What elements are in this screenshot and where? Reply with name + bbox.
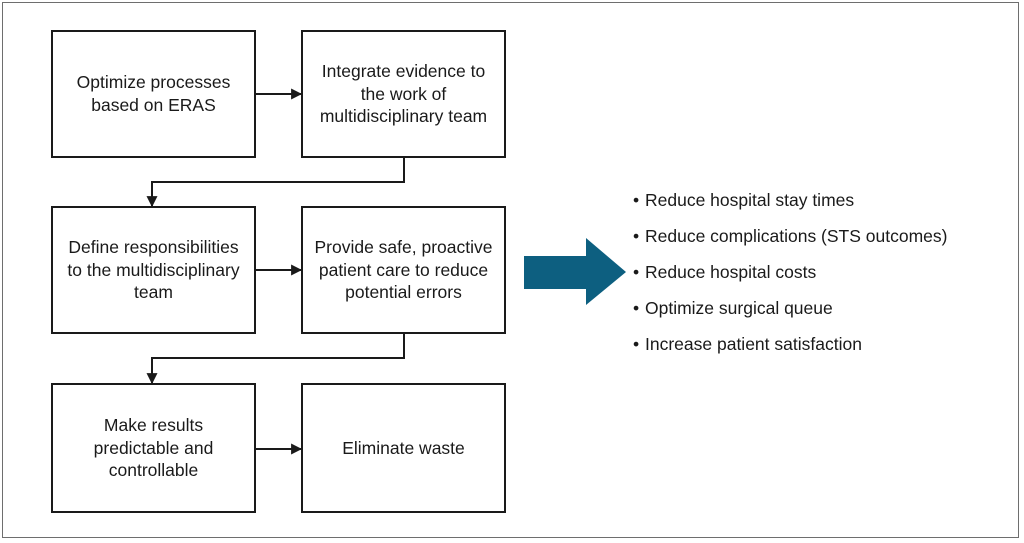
- step-box-integrate-evidence: Integrate evidence to the work of multid…: [301, 30, 506, 158]
- outcome-item: •Reduce hospital costs: [633, 259, 947, 295]
- step-box-define-responsibilities: Define responsibilities to the multidisc…: [51, 206, 256, 334]
- step-box-provide-safe-care: Provide safe, proactive patient care to …: [301, 206, 506, 334]
- bullet-icon: •: [633, 334, 640, 354]
- outcomes-list: •Reduce hospital stay times •Reduce comp…: [633, 187, 947, 367]
- step-box-make-results-predictable: Make results predictable and controllabl…: [51, 383, 256, 513]
- bullet-icon: •: [633, 298, 640, 318]
- big-arrow: [524, 238, 626, 305]
- bullet-icon: •: [633, 262, 640, 282]
- bullet-icon: •: [633, 226, 640, 246]
- arrow-s2-to-s3: [146, 158, 405, 208]
- outcome-item: •Optimize surgical queue: [633, 295, 947, 331]
- outcome-item: •Reduce complications (STS outcomes): [633, 223, 947, 259]
- outcome-item: •Increase patient satisfaction: [633, 331, 947, 367]
- step-text: Provide safe, proactive patient care to …: [314, 236, 493, 303]
- bullet-icon: •: [633, 190, 640, 210]
- arrow-s4-to-s5: [146, 334, 405, 385]
- step-text: Eliminate waste: [342, 437, 465, 458]
- outcome-item: •Reduce hospital stay times: [633, 187, 947, 223]
- step-text: Define responsibilities to the multidisc…: [67, 236, 240, 303]
- step-box-optimize-processes: Optimize processes based on ERAS: [51, 30, 256, 158]
- step-text: Make results predictable and controllabl…: [93, 414, 214, 481]
- step-text: Optimize processes based on ERAS: [76, 72, 231, 115]
- step-box-eliminate-waste: Eliminate waste: [301, 383, 506, 513]
- step-text: Integrate evidence to the work of multid…: [319, 60, 488, 127]
